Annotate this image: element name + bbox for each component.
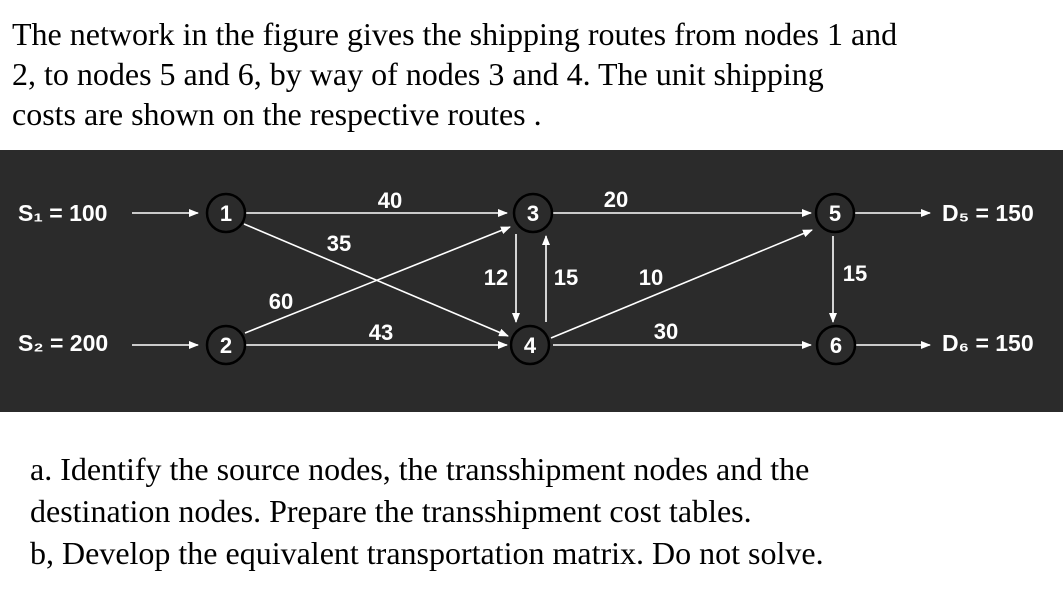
- route-4-5: [550, 229, 813, 339]
- cost-label-2-4: 43: [369, 320, 393, 345]
- node-4: 4: [509, 324, 551, 366]
- supply-label-2: S₂ = 200: [18, 330, 108, 356]
- cost-label-3-5: 20: [604, 187, 628, 212]
- cost-label-1-3: 40: [378, 188, 402, 213]
- route-2-3: [244, 226, 511, 334]
- node-3: 3: [512, 192, 554, 234]
- cost-label-1-4: 35: [327, 231, 351, 256]
- question-line-1: a. Identify the source nodes, the transs…: [30, 451, 810, 487]
- problem-statement-line-3: costs are shown on the respective routes…: [12, 96, 542, 132]
- node-6: 6: [815, 324, 857, 366]
- network-diagram: 40 35 60 43 12 15 20 10 30 15 S₁ = 100 S…: [18, 187, 1034, 366]
- problem-statement-line-2: 2, to nodes 5 and 6, by way of nodes 3 a…: [12, 56, 824, 92]
- cost-label-4-5: 10: [639, 265, 663, 290]
- problem-statement-line-1: The network in the figure gives the ship…: [12, 16, 898, 52]
- node-6-label: 6: [830, 333, 842, 358]
- cost-label-4-3: 15: [554, 265, 578, 290]
- node-1-label: 1: [220, 201, 232, 226]
- question-line-3: b, Develop the equivalent transportation…: [30, 535, 824, 571]
- network-diagram-panel: 40 35 60 43 12 15 20 10 30 15 S₁ = 100 S…: [0, 150, 1063, 412]
- demand-label-5: D₅ = 150: [942, 200, 1034, 226]
- cost-label-2-3: 60: [269, 289, 293, 314]
- supply-label-1: S₁ = 100: [18, 200, 107, 226]
- demand-label-6: D₆ = 150: [942, 330, 1034, 356]
- node-5-label: 5: [829, 201, 841, 226]
- node-5: 5: [814, 192, 856, 234]
- problem-statement: The network in the figure gives the ship…: [12, 14, 1042, 134]
- node-2: 2: [205, 324, 247, 366]
- node-1: 1: [205, 192, 247, 234]
- cost-label-5-6: 15: [843, 261, 867, 286]
- question-line-2: destination nodes. Prepare the transship…: [30, 493, 752, 529]
- cost-label-4-6: 30: [654, 319, 678, 344]
- questions: a. Identify the source nodes, the transs…: [30, 448, 1050, 574]
- cost-label-3-4: 12: [484, 265, 508, 290]
- node-2-label: 2: [220, 333, 232, 358]
- node-3-label: 3: [527, 201, 539, 226]
- node-4-label: 4: [524, 333, 537, 358]
